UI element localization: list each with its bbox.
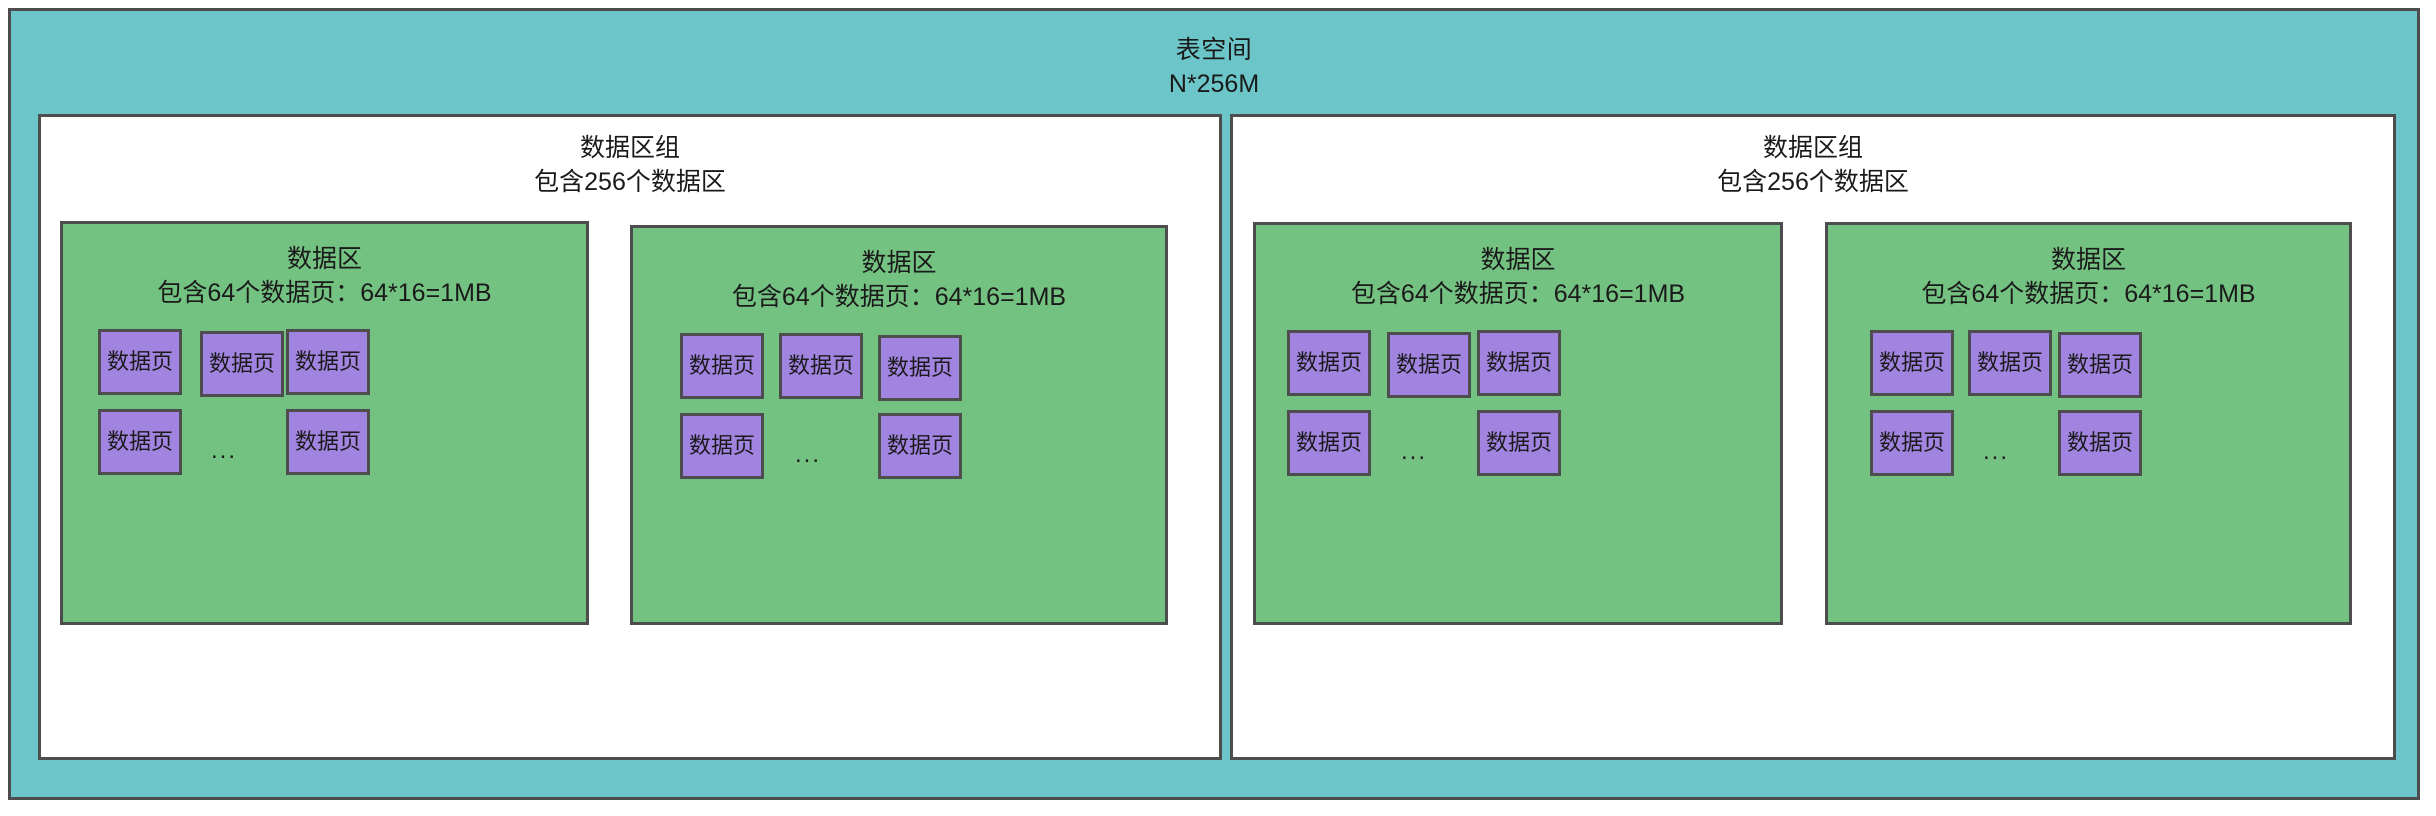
extent-subtitle: 包含64个数据页：64*16=1MB <box>157 279 492 307</box>
data-page[interactable]: 数据页 <box>1477 410 1561 476</box>
data-page-row: 数据页 ... 数据页 <box>63 409 586 481</box>
ellipsis-indicator: ... <box>1983 438 2010 465</box>
data-page[interactable]: 数据页 <box>680 333 764 399</box>
data-page[interactable]: 数据页 <box>98 329 182 395</box>
extent-group-title: 数据区组 <box>579 134 680 162</box>
data-page[interactable]: 数据页 <box>1387 332 1471 398</box>
extent-group-subtitle: 包含256个数据区 <box>534 168 726 196</box>
data-page[interactable]: 数据页 <box>1287 330 1371 396</box>
ellipsis-indicator: ... <box>211 437 238 464</box>
data-page-row: 数据页 ... 数据页 <box>1828 410 2349 482</box>
data-page[interactable]: 数据页 <box>286 409 370 475</box>
data-page-row: 数据页 数据页 数据页 <box>1256 330 1780 402</box>
data-page-row: 数据页 ... 数据页 <box>633 413 1165 485</box>
ellipsis-indicator: ... <box>1401 438 1428 465</box>
tablespace-panel: 表空间 N*256M 数据区组 包含256个数据区 数据区 包含64个数据页：6… <box>8 8 2420 800</box>
data-page[interactable]: 数据页 <box>779 333 863 399</box>
data-page[interactable]: 数据页 <box>2058 332 2142 398</box>
data-page[interactable]: 数据页 <box>98 409 182 475</box>
data-page[interactable]: 数据页 <box>200 331 284 397</box>
extent-title: 数据区 <box>2050 246 2126 274</box>
extent-title: 数据区 <box>861 249 937 277</box>
extent-title: 数据区 <box>1480 246 1556 274</box>
extent-subtitle: 包含64个数据页：64*16=1MB <box>1350 280 1686 308</box>
data-page[interactable]: 数据页 <box>1477 330 1561 396</box>
extent: 数据区 包含64个数据页：64*16=1MB 数据页 数据页 数据页 数据页 .… <box>1253 222 1783 625</box>
data-page[interactable]: 数据页 <box>1287 410 1371 476</box>
extent-group-subtitle: 包含256个数据区 <box>1717 168 1909 196</box>
ellipsis-indicator: ... <box>795 441 822 468</box>
tablespace-title: 表空间 <box>1175 36 1253 64</box>
tablespace-subtitle: N*256M <box>1168 70 1260 98</box>
extent-title: 数据区 <box>286 245 362 273</box>
extent-subtitle: 包含64个数据页：64*16=1MB <box>1921 280 2256 308</box>
data-page[interactable]: 数据页 <box>1968 330 2052 396</box>
extent: 数据区 包含64个数据页：64*16=1MB 数据页 数据页 数据页 数据页 .… <box>1825 222 2352 625</box>
extent-subtitle: 包含64个数据页：64*16=1MB <box>731 283 1067 311</box>
extent-group: 数据区组 包含256个数据区 数据区 包含64个数据页：64*16=1MB 数据… <box>38 114 1222 760</box>
extent: 数据区 包含64个数据页：64*16=1MB 数据页 数据页 数据页 数据页 .… <box>630 225 1168 625</box>
extent-group-title: 数据区组 <box>1762 134 1863 162</box>
data-page-row: 数据页 ... 数据页 <box>1256 410 1780 482</box>
data-page[interactable]: 数据页 <box>2058 410 2142 476</box>
extent: 数据区 包含64个数据页：64*16=1MB 数据页 数据页 数据页 数据页 .… <box>60 221 589 625</box>
data-page-row: 数据页 数据页 数据页 <box>1828 330 2349 402</box>
data-page[interactable]: 数据页 <box>680 413 764 479</box>
data-page[interactable]: 数据页 <box>1870 330 1954 396</box>
data-page[interactable]: 数据页 <box>878 335 962 401</box>
data-page-row: 数据页 数据页 数据页 <box>63 329 586 401</box>
data-page-row: 数据页 数据页 数据页 <box>633 333 1165 405</box>
data-page[interactable]: 数据页 <box>878 413 962 479</box>
extent-group: 数据区组 包含256个数据区 数据区 包含64个数据页：64*16=1MB 数据… <box>1230 114 2396 760</box>
data-page[interactable]: 数据页 <box>286 329 370 395</box>
data-page[interactable]: 数据页 <box>1870 410 1954 476</box>
